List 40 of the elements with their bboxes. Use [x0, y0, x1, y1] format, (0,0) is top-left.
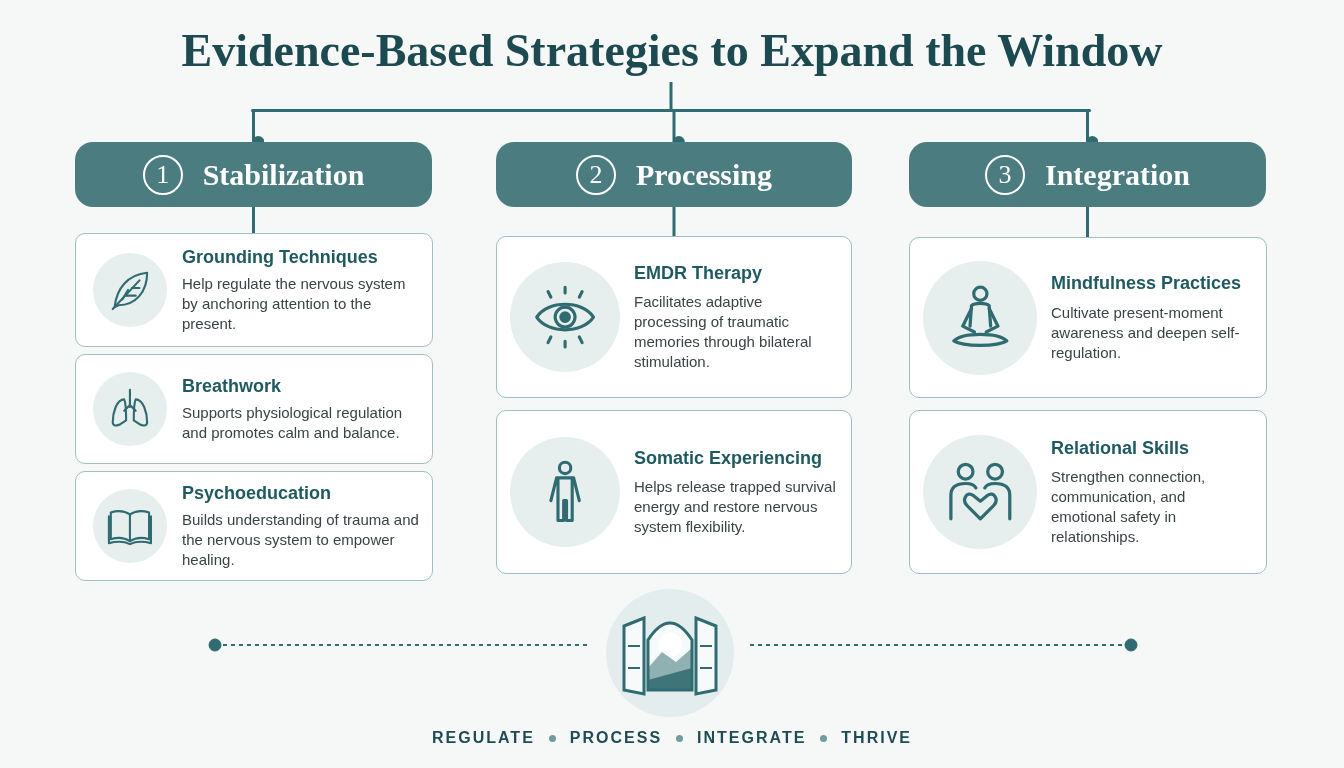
strategy-title: Psychoeducation: [182, 482, 333, 505]
step-number: 1: [142, 154, 183, 195]
motto-word: INTEGRATE: [697, 728, 807, 748]
strategy-card: [909, 237, 1267, 398]
strategy-card: [909, 410, 1267, 574]
title: Evidence-Based Strategies to Expand the Window: [181, 24, 1163, 78]
strategy-title: Mindfulness Practices: [1051, 272, 1243, 295]
phase-header: [75, 142, 432, 207]
connector-line: [252, 207, 255, 233]
strategy-title: EMDR Therapy: [634, 261, 764, 285]
branch-bar: [251, 109, 1091, 112]
strategy-description: Helps release trapped survival energy and restore nervous system flexibility.: [634, 477, 837, 538]
strategy-description: Strengthen connection, communication, and emotional safety in relationships.: [1051, 467, 1207, 548]
connector-line: [1086, 207, 1089, 237]
strategy-card: [496, 236, 852, 398]
strategy-card: [75, 233, 433, 347]
strategy-card: [75, 354, 433, 464]
strategy-card: [496, 410, 852, 574]
phase-title: Integration: [1045, 157, 1190, 193]
phase-header: [909, 142, 1266, 207]
strategy-description: Supports physiological regulation and promotes calm and balance.: [182, 402, 404, 443]
step-number: 2: [575, 154, 616, 195]
strategy-title: Somatic Experiencing: [634, 446, 824, 470]
strategy-description: Cultivate present-moment awareness and deepen self-regulation.: [1051, 302, 1241, 363]
connector-line: [669, 82, 673, 109]
phase-title: Stabilization: [202, 157, 365, 193]
connector-line: [672, 207, 676, 236]
strategy-title: Relational Skills: [1051, 436, 1191, 460]
strategy-title: Breathwork: [182, 375, 283, 398]
strategy-description: Builds understanding of trauma and the nervous system to empower healing.: [182, 509, 420, 570]
phase-title: Processing: [635, 157, 773, 193]
motto-word: THRIVE: [841, 728, 912, 748]
step-number: 3: [985, 154, 1025, 195]
strategy-card: [75, 471, 433, 581]
strategy-title: Grounding Techniques: [182, 246, 379, 269]
strategy-description: Facilitates adaptive processing of traumatic memories through bilateral stimulation.: [634, 292, 813, 373]
motto-word: PROCESS: [569, 728, 663, 748]
motto-word: REGULATE: [432, 728, 535, 748]
strategy-description: Help regulate the nervous system by anchoring attention to the present.: [182, 273, 407, 334]
phase-header: [496, 142, 852, 207]
